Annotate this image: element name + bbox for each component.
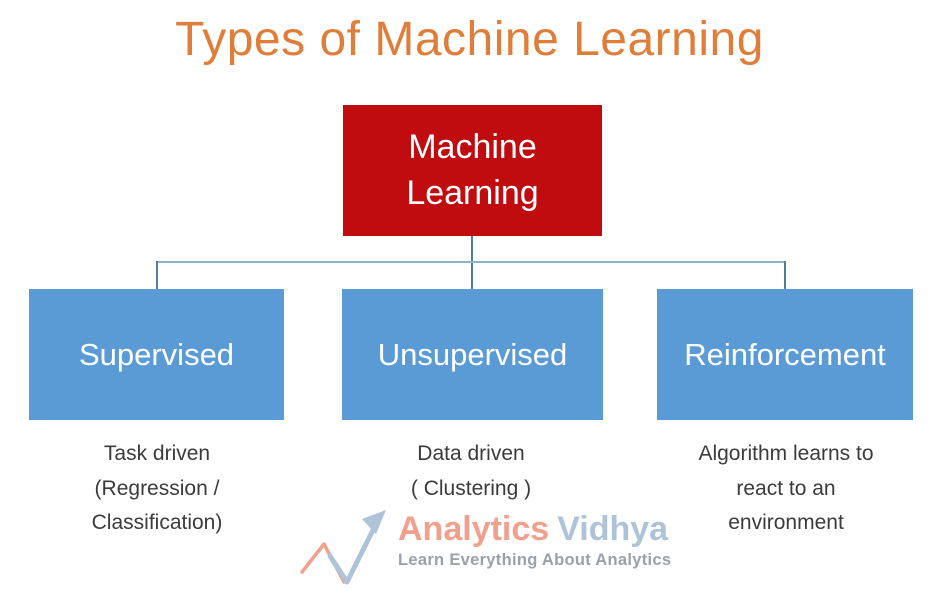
root-node-machine-learning: Machine Learning bbox=[343, 105, 602, 236]
logo-name-analytics: Analytics bbox=[398, 510, 550, 548]
description-unsupervised: Data driven ( Clustering ) bbox=[410, 442, 532, 500]
logo-tagline: Learn Everything About Analytics bbox=[398, 550, 672, 569]
connector-crossbar bbox=[156, 261, 786, 263]
trend-arrow-icon bbox=[300, 510, 386, 585]
description-supervised: Task driven (Regression / Classification… bbox=[91, 442, 223, 535]
description-reinforcement: Algorithm learns to react to an environm… bbox=[698, 442, 874, 535]
child-node-supervised: Supervised bbox=[29, 289, 284, 420]
connector-right-drop bbox=[784, 261, 786, 290]
child-node-unsupervised: Unsupervised bbox=[342, 289, 603, 420]
page-title: Types of Machine Learning bbox=[175, 13, 764, 66]
child-node-reinforcement: Reinforcement bbox=[657, 289, 913, 420]
logo-name-vidhya: Vidhya bbox=[557, 510, 669, 548]
connector-left-drop bbox=[156, 261, 158, 290]
